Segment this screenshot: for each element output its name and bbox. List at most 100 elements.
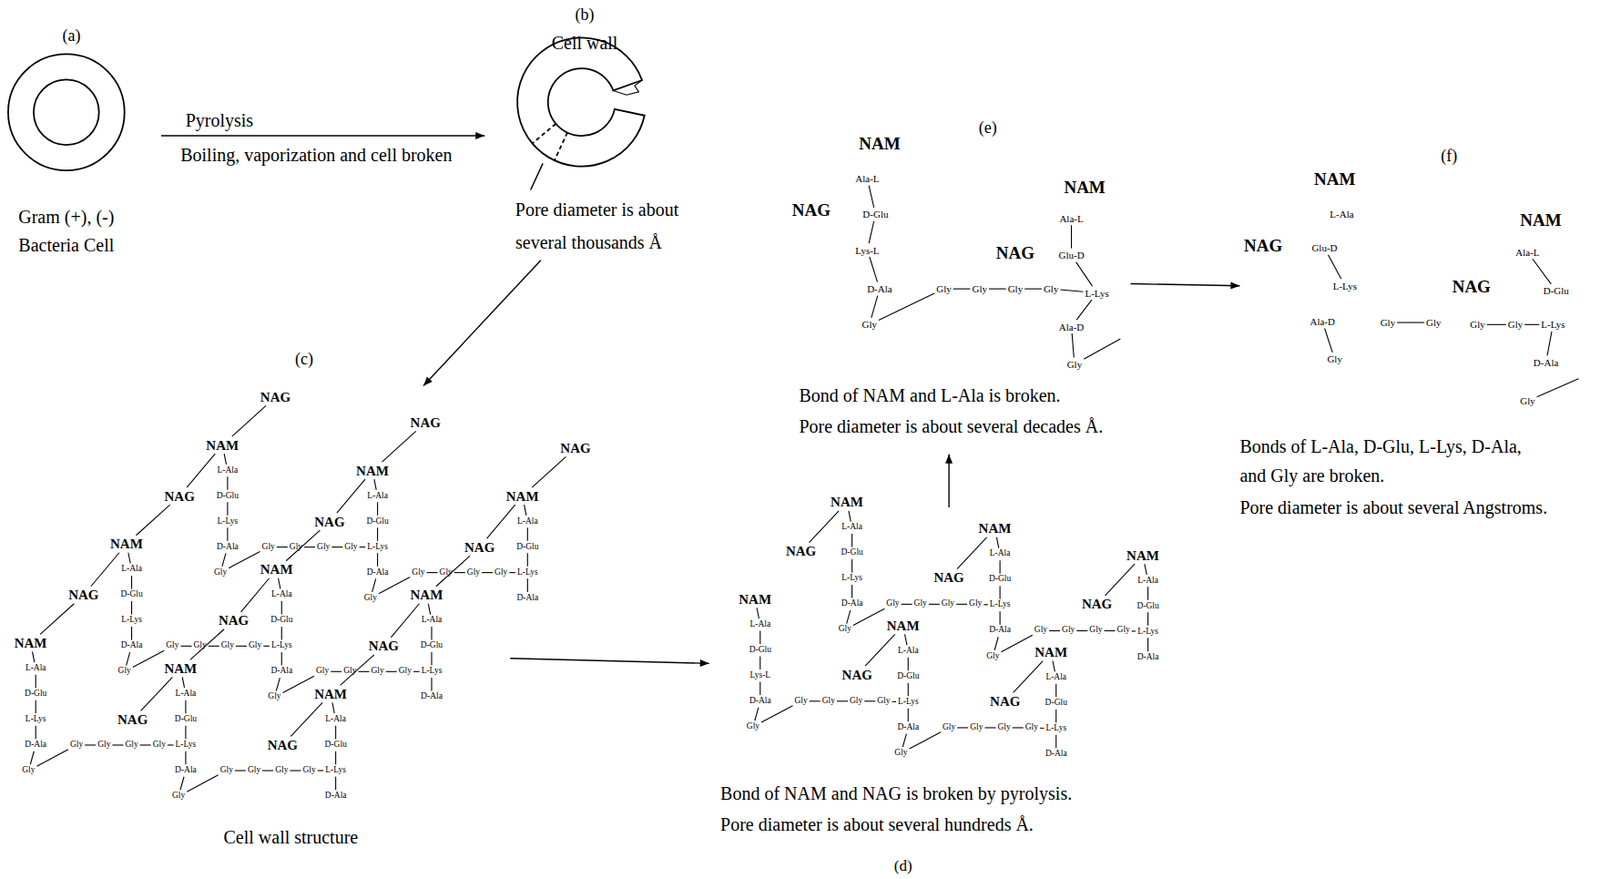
amino-acid-label: Gly <box>302 765 316 775</box>
sugar-label: NAM <box>506 489 540 503</box>
chemical-bond <box>278 578 281 590</box>
chemical-bond <box>759 682 761 696</box>
amino-acid-label: D-Glu <box>270 616 293 626</box>
amino-acid-label: L-Ala <box>749 620 771 630</box>
chemical-bond <box>84 743 96 745</box>
amino-acid-label: D-Glu <box>862 209 888 220</box>
amino-acid-label: D-Glu <box>216 491 239 501</box>
chemical-bond <box>131 626 133 641</box>
sugar-label: NAG <box>933 570 964 585</box>
amino-acid-label: L-Ala <box>121 565 143 575</box>
amino-acid-label: L-Lys <box>217 517 239 527</box>
sugar-label: NAM <box>858 133 900 152</box>
chemical-bond <box>1052 661 1055 673</box>
pore-dash <box>532 123 557 144</box>
chemical-bond <box>40 603 74 635</box>
sugar-label: NAG <box>989 693 1020 708</box>
sugar-label: NAM <box>1034 645 1068 660</box>
sugar-label: NAG <box>410 415 441 429</box>
chemical-bond <box>851 584 853 599</box>
amino-acid-label: Gly <box>316 542 330 552</box>
chemical-bond <box>1024 288 1042 290</box>
chemical-bond <box>235 645 247 647</box>
chemical-bond <box>359 546 367 548</box>
process-arrow <box>947 454 949 508</box>
amino-acid-label: Gly <box>172 791 185 801</box>
amino-acid-label: D-Ala <box>270 667 293 677</box>
chemical-bond <box>1547 331 1552 356</box>
sugar-label: NAG <box>368 639 399 653</box>
amino-acid-label: Gly <box>838 625 852 635</box>
amino-acid-label: L-Ala <box>1045 672 1067 683</box>
sugar-label: NAG <box>314 514 345 529</box>
chemical-bond <box>182 676 184 688</box>
sugar-label: NAM <box>978 521 1012 536</box>
amino-acid-label: D-Ala <box>1533 356 1560 367</box>
chemical-bond <box>481 571 493 573</box>
amino-acid-label: L-Lys <box>517 568 539 578</box>
amino-acid-label: Gly <box>221 642 235 652</box>
amino-acid-label: Gly <box>411 568 425 578</box>
chemical-bond <box>509 571 516 573</box>
chemical-bond <box>276 546 288 548</box>
amino-acid-label: L-Lys <box>989 601 1011 611</box>
chemical-bond <box>317 769 325 771</box>
amino-acid-label: Gly <box>344 542 357 552</box>
cell-wall-ring <box>517 37 645 166</box>
sugar-label: NAG <box>218 613 249 628</box>
panel-caption: Bacteria Cell <box>18 235 114 255</box>
chemical-bond <box>1012 726 1024 728</box>
chemical-bond <box>1147 637 1149 652</box>
amino-acid-label: Gly <box>439 568 453 578</box>
amino-acid-label: D-Ala <box>121 642 143 652</box>
chemical-bond <box>868 185 875 208</box>
sugar-label: NAM <box>314 686 347 701</box>
chemical-bond <box>378 576 410 593</box>
chemical-bond <box>35 674 37 689</box>
chemical-bond <box>128 552 131 564</box>
panel-letter: (a) <box>61 27 81 44</box>
chemical-bond <box>1055 683 1057 698</box>
sugar-label: NAG <box>464 540 495 554</box>
chemical-bond <box>436 555 470 587</box>
chemical-bond <box>208 645 220 647</box>
chemical-bond <box>1537 378 1580 398</box>
chemical-bond <box>836 700 848 702</box>
amino-acid-label: Gly <box>794 696 807 706</box>
amino-acid-label: Gly <box>986 652 999 662</box>
chemical-bond <box>1059 289 1083 292</box>
chemical-bond <box>141 676 174 711</box>
chemical-bond <box>527 552 529 567</box>
panel-letter: (f) <box>1440 147 1458 164</box>
process-arrow <box>509 658 710 664</box>
sugar-label: NAM <box>163 661 197 675</box>
chemical-bond <box>1487 324 1507 326</box>
amino-acid-label: Gly <box>1025 723 1039 733</box>
sugar-label: NAG <box>785 544 816 559</box>
amino-acid-label: Gly <box>193 642 207 652</box>
amino-acid-label: Gly <box>1043 284 1060 295</box>
amino-acid-label: Ala-L <box>1059 213 1083 224</box>
chemical-bond <box>290 702 323 736</box>
amino-acid-label: Gly <box>248 642 262 652</box>
chemical-bond <box>1328 254 1342 279</box>
sugar-label: NAG <box>68 588 99 602</box>
chemical-bond <box>281 652 283 666</box>
amino-acid-label: Lys-L <box>855 244 879 255</box>
chemical-bond <box>1147 611 1149 626</box>
process-arrow <box>423 260 541 387</box>
chemical-bond <box>1000 634 1032 652</box>
chemical-bond <box>1104 563 1135 596</box>
chemical-bond <box>427 571 439 573</box>
chemical-bond <box>846 610 851 624</box>
amino-acid-label: Gly <box>124 740 138 750</box>
chemical-bond <box>905 633 908 645</box>
chemical-bond <box>186 774 218 792</box>
amino-acid-label: D-Ala <box>366 568 389 578</box>
amino-acid-label: Gly <box>220 765 234 775</box>
sugar-label: NAG <box>117 712 148 726</box>
amino-acid-label: D-Glu <box>1045 698 1068 708</box>
amino-acid-label: D-Ala <box>1137 652 1160 663</box>
